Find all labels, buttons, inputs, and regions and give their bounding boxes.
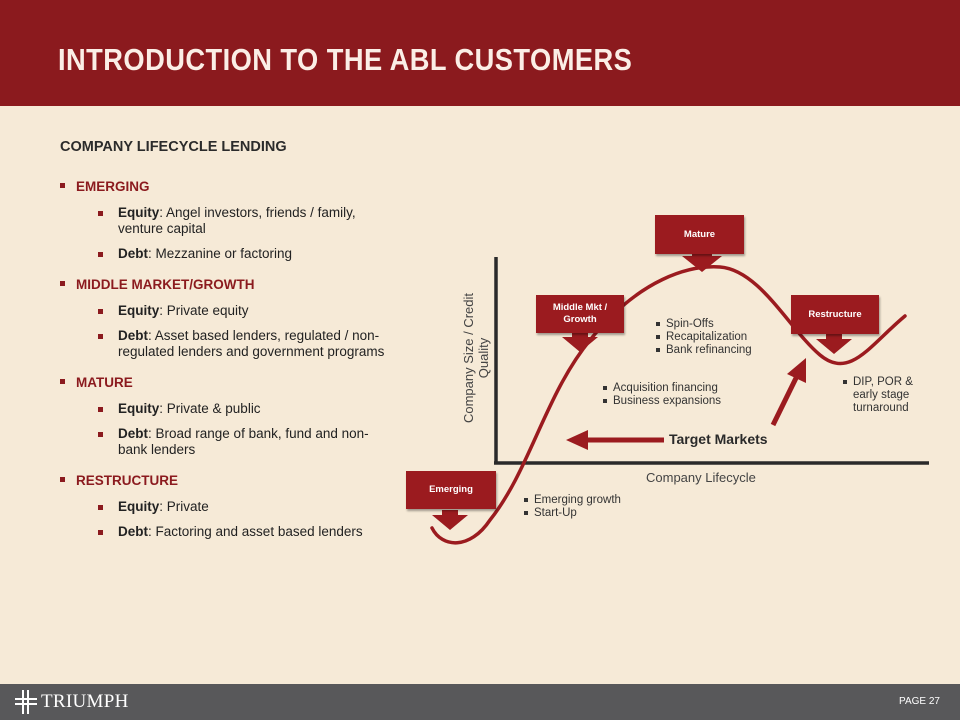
stage-title: MATURE <box>76 375 133 390</box>
stage-middle-market: MIDDLE MARKET/GROWTH Equity: Private equ… <box>58 276 388 360</box>
list-item: Start-Up <box>524 507 621 520</box>
bullet-icon <box>98 505 103 510</box>
tag-middle-market: Middle Mkt / Growth <box>536 295 624 333</box>
stage-title: MIDDLE MARKET/GROWTH <box>76 277 255 292</box>
lifecycle-stage-list: EMERGING Equity: Angel investors, friend… <box>58 178 388 554</box>
bullet-icon <box>98 211 103 216</box>
y-axis-label: Company Size / Credit Quality <box>461 292 491 424</box>
bullet-icon <box>60 477 65 482</box>
note-mature: Spin-Offs Recapitalization Bank refinanc… <box>656 318 752 357</box>
note-emerging: Emerging growth Start-Up <box>524 494 621 520</box>
bullet-icon <box>98 530 103 535</box>
list-item: Debt: Factoring and asset based lenders <box>58 524 388 540</box>
list-item: Debt: Asset based lenders, regulated / n… <box>58 328 388 360</box>
target-up-arrow-shaft <box>770 372 801 427</box>
note-middle-market: Acquisition financing Business expansion… <box>603 382 721 408</box>
target-left-arrow-head <box>566 430 588 450</box>
target-markets-label: Target Markets <box>669 431 768 447</box>
list-item: Equity: Private & public <box>58 401 388 417</box>
tag-mature: Mature <box>655 215 744 254</box>
list-item: Debt: Broad range of bank, fund and non-… <box>58 426 388 458</box>
header-bar: INTRODUCTION TO THE ABL CUSTOMERS <box>0 0 960 106</box>
footer-bar: TRIUMPH PAGE 27 <box>0 684 960 720</box>
page-number: PAGE 27 <box>899 696 940 707</box>
stage-mature: MATURE Equity: Private & public Debt: Br… <box>58 374 388 458</box>
cross-logo-icon <box>15 690 37 714</box>
stage-title: EMERGING <box>76 179 150 194</box>
list-item: Equity: Private <box>58 499 388 515</box>
list-item: Emerging growth <box>524 494 621 507</box>
list-item: Debt: Mezzanine or factoring <box>58 246 388 262</box>
list-item: Business expansions <box>603 395 721 408</box>
bullet-icon <box>98 334 103 339</box>
list-item-continued: turnaround <box>853 402 909 414</box>
target-up-arrow-head <box>787 358 806 383</box>
stage-emerging: EMERGING Equity: Angel investors, friend… <box>58 178 388 262</box>
stage-title: RESTRUCTURE <box>76 473 179 488</box>
bullet-icon <box>98 432 103 437</box>
list-item: Acquisition financing <box>603 382 721 395</box>
list-item-continued: early stage <box>853 389 910 401</box>
stage-restructure: RESTRUCTURE Equity: Private Debt: Factor… <box>58 472 388 540</box>
emerging-down-arrow <box>432 510 468 530</box>
list-item: DIP, POR & <box>843 376 913 389</box>
tag-emerging: Emerging <box>406 471 496 509</box>
list-item: Bank refinancing <box>656 344 752 357</box>
bullet-icon <box>98 309 103 314</box>
list-item: Spin-Offs <box>656 318 752 331</box>
x-axis-label: Company Lifecycle <box>646 470 756 485</box>
bullet-icon <box>60 183 65 188</box>
bullet-icon <box>60 281 65 286</box>
logo-text: TRIUMPH <box>41 691 129 712</box>
bullet-icon <box>60 379 65 384</box>
list-item: Recapitalization <box>656 331 752 344</box>
list-item: Equity: Angel investors, friends / famil… <box>58 205 388 237</box>
bullet-icon <box>98 252 103 257</box>
restructure-down-arrow <box>816 334 852 354</box>
section-subtitle: COMPANY LIFECYCLE LENDING <box>60 139 287 155</box>
page-title: INTRODUCTION TO THE ABL CUSTOMERS <box>58 42 633 77</box>
mature-down-arrow <box>682 253 722 272</box>
triumph-logo: TRIUMPH <box>14 689 129 715</box>
list-item: Equity: Private equity <box>58 303 388 319</box>
note-restructure: DIP, POR & early stage turnaround <box>843 376 913 415</box>
tag-restructure: Restructure <box>791 295 879 334</box>
middle-down-arrow <box>562 332 598 352</box>
bullet-icon <box>98 407 103 412</box>
